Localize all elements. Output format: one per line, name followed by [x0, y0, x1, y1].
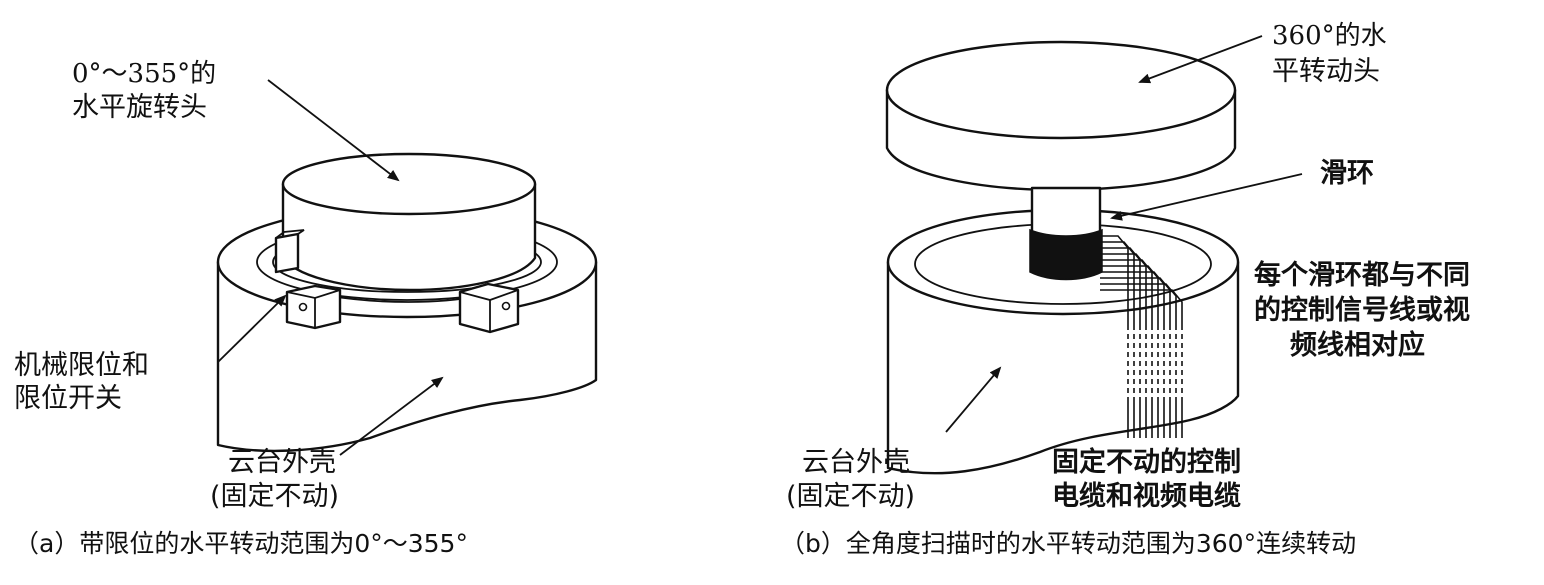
panel-a-right-stop — [458, 282, 520, 334]
panel-b-head-top — [885, 40, 1237, 140]
panel-a-head-label-1: 0°～355°的 — [72, 59, 216, 89]
panel-b-ring-note-3: 频线相对应 — [1290, 329, 1425, 361]
panel-a-caption: （a）带限位的水平转动范围为0°～355° — [14, 529, 468, 558]
panel-a-housing-arrow — [339, 376, 444, 456]
panel-a-left-stop — [285, 284, 342, 330]
panel-a-head-tab-top — [275, 229, 305, 239]
panel-b-cable-label-1: 固定不动的控制 — [1052, 446, 1241, 478]
panel-a-stop-label-1: 机械限位和 — [14, 350, 149, 381]
panel-b-ring-note-2: 的控制信号线或视 — [1254, 294, 1470, 326]
panel-b-slip-ring-arrow — [1110, 173, 1303, 221]
panel-b-housing-body — [886, 260, 1240, 475]
panel-a-head-label-2: 水平旋转头 — [72, 92, 207, 123]
panel-a-head-top — [281, 152, 537, 216]
panel-b-cable-label-2: 电缆和视频电缆 — [1052, 481, 1241, 512]
panel-b-head-arrow — [1138, 35, 1263, 84]
panel-a-head-tab — [274, 232, 300, 274]
panel-a-housing-label-1: 云台外壳 — [228, 447, 336, 478]
panel-a-stop-label-2: 限位开关 — [14, 383, 122, 414]
panel-b-slip-ring-label: 滑环 — [1320, 158, 1374, 189]
panel-b-head-label-1: 360°的水 — [1272, 21, 1387, 51]
panel-b-ring-note-1: 每个滑环都与不同 — [1254, 259, 1470, 291]
panel-a-head-arrow — [267, 79, 400, 182]
panel-a-housing-label-2: (固定不动) — [210, 481, 339, 512]
panel-b-drawing — [885, 35, 1303, 475]
panel-a-drawing — [216, 79, 598, 456]
panel-b-housing-label-2: (固定不动) — [786, 481, 915, 512]
panel-b-housing-arrow — [945, 366, 1002, 433]
panel-b-housing-label-1: 云台外壳 — [802, 447, 910, 478]
panel-b-head-label-2: 平转动头 — [1272, 56, 1380, 87]
panel-b-caption: （b）全角度扫描时的水平转动范围为360°连续转动 — [780, 529, 1356, 558]
panel-b-cable-hidden — [1126, 330, 1184, 398]
panel-b-slip-ring — [1029, 228, 1103, 281]
panel-a-stop-arrow — [217, 294, 287, 363]
